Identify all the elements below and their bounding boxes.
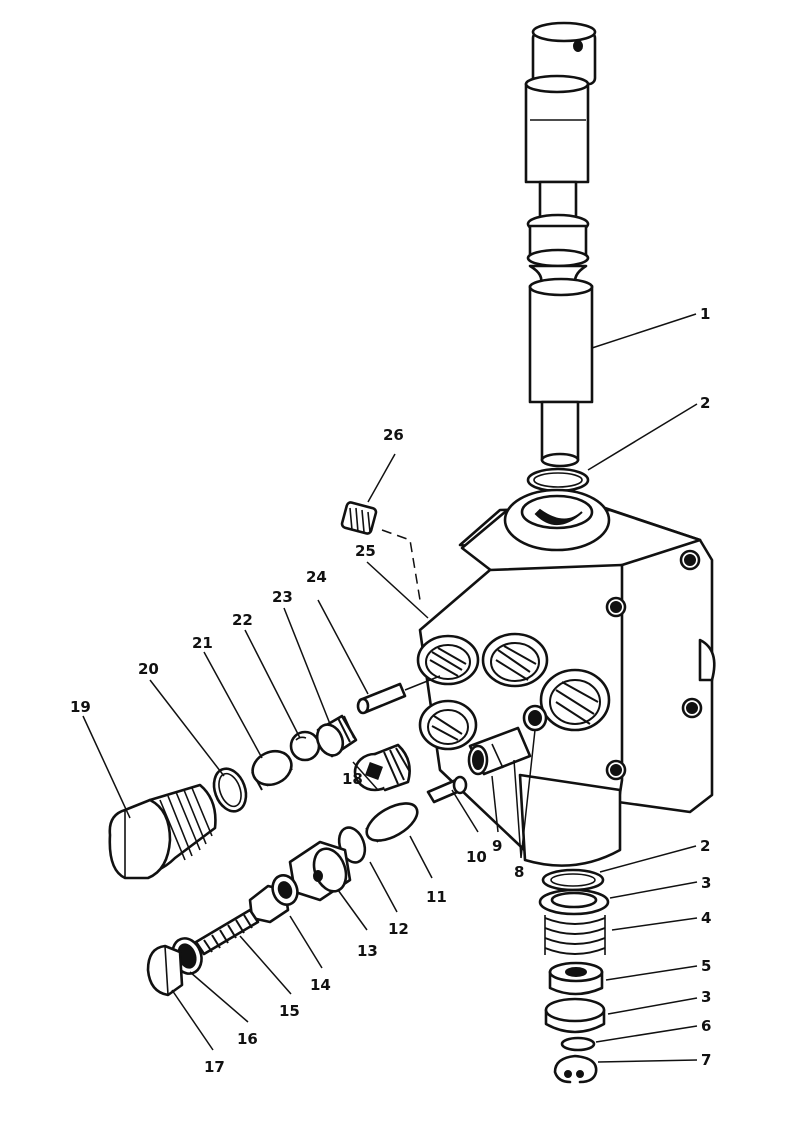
callout-3-bottom: 3 — [701, 988, 711, 1006]
snap-ring-7 — [553, 1054, 598, 1084]
port-side — [539, 668, 611, 732]
callout-6: 6 — [701, 1017, 711, 1035]
callout-13: 13 — [357, 942, 378, 960]
cap-19 — [108, 783, 217, 880]
port-upper-right — [481, 632, 549, 688]
port-upper-left — [416, 634, 480, 686]
callout-17: 17 — [204, 1058, 225, 1076]
callout-5: 5 — [701, 957, 711, 975]
callout-26: 26 — [383, 426, 404, 444]
callout-14: 14 — [310, 976, 331, 994]
callout-21: 21 — [192, 634, 213, 652]
spring-21 — [251, 749, 293, 791]
pin-24 — [356, 675, 441, 715]
o-ring-top — [526, 467, 590, 493]
callout-23: 23 — [272, 588, 293, 606]
screw-15 — [194, 908, 260, 956]
callout-4: 4 — [701, 909, 711, 927]
o-ring-20 — [212, 767, 248, 813]
callout-11: 11 — [426, 888, 447, 906]
callout-20: 20 — [138, 660, 159, 678]
callout-2-bottom: 2 — [700, 837, 710, 855]
valve-body — [416, 488, 716, 867]
seat-23 — [315, 714, 358, 758]
callouts: 1 2 2 3 3 4 5 6 7 8 9 10 11 12 13 14 15 … — [70, 305, 711, 1076]
callout-15: 15 — [279, 1002, 300, 1020]
callout-1: 1 — [700, 305, 710, 323]
callout-18: 18 — [342, 770, 363, 788]
callout-25: 25 — [355, 542, 376, 560]
pin-10 — [426, 775, 468, 804]
callout-7: 7 — [701, 1051, 711, 1069]
callout-8: 8 — [514, 863, 524, 881]
plug-8 — [522, 704, 548, 732]
callout-10: 10 — [466, 848, 487, 866]
callout-19: 19 — [70, 698, 91, 716]
callout-3-top: 3 — [701, 874, 711, 892]
callout-12: 12 — [388, 920, 409, 938]
spring-11 — [365, 802, 419, 843]
ball-22 — [289, 730, 321, 762]
o-ring-bottom — [541, 868, 605, 892]
callout-2-top: 2 — [700, 394, 710, 412]
adjuster-13 — [288, 840, 352, 902]
snap-ring-6 — [560, 1036, 596, 1052]
spool — [524, 21, 597, 468]
callout-22: 22 — [232, 611, 253, 629]
washer-3-top — [538, 888, 610, 916]
leader-lines — [82, 313, 698, 1063]
callout-24: 24 — [306, 568, 327, 586]
retainer-5 — [548, 961, 604, 996]
sleeve-9 — [467, 726, 532, 776]
plug-26 — [340, 501, 421, 601]
plug-18 — [353, 743, 411, 792]
callout-9: 9 — [492, 837, 502, 855]
port-lower — [418, 699, 478, 751]
callout-16: 16 — [237, 1030, 258, 1048]
cap-nut-17 — [146, 944, 184, 997]
nut-14 — [248, 874, 299, 924]
spring-4 — [544, 915, 606, 955]
washer-3-bottom — [544, 997, 606, 1034]
